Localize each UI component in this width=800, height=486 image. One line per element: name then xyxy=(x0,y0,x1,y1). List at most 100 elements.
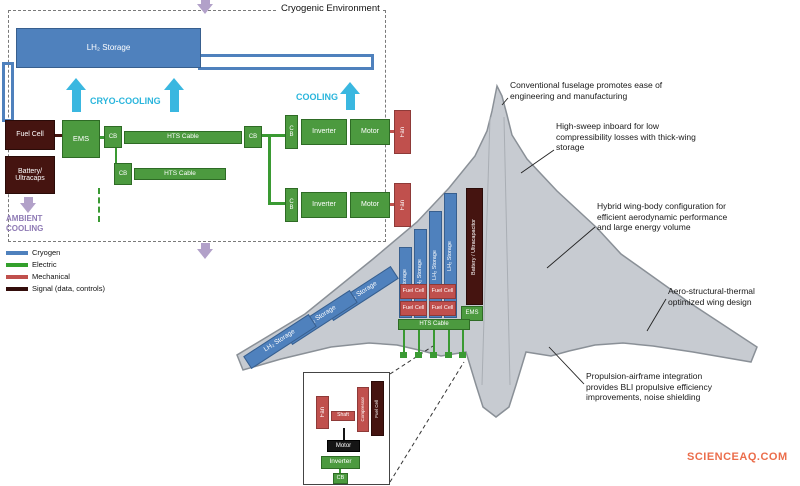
legend-label-signal: Signal (data, controls) xyxy=(32,284,105,293)
legend-label-cryogen: Cryogen xyxy=(32,248,61,257)
ambient-flow-arrow-bottom xyxy=(197,243,213,259)
aircraft-fuel-cell-4: Fuel Cell xyxy=(429,301,456,316)
aircraft-h2-storage-bar-1: H₂ Storage xyxy=(399,247,412,318)
motor-block-2: Motor xyxy=(350,192,390,218)
ems-cb-link xyxy=(100,136,104,139)
cryo-cooling-label: CRYO-COOLING xyxy=(90,96,161,106)
inset-inverter-block: Inverter xyxy=(321,456,360,469)
arrow-head xyxy=(197,4,213,14)
arrow-head xyxy=(20,203,36,213)
lh2-storage-label: LH₂ Storage xyxy=(431,249,438,280)
aircraft-battery-bar: Battery / Ultracapacitor xyxy=(466,188,483,305)
ambient-cooling-label: AMBIENT COOLING xyxy=(6,214,44,233)
cryo-cooling-arrow-2 xyxy=(164,78,184,112)
inset-shaft-motor-link xyxy=(343,428,345,440)
annotation-fuselage: Conventional fuselage promotes ease of e… xyxy=(510,80,663,101)
arrow-shaft xyxy=(345,94,355,110)
annotation-propulsion-airframe: Propulsion-airframe integration provides… xyxy=(586,371,712,403)
cryo-cooling-arrow-1 xyxy=(66,78,86,112)
fuselage-line-right xyxy=(503,116,511,386)
aircraft-hts-cable: HTS Cable xyxy=(398,319,470,330)
arrow-head xyxy=(66,78,86,90)
inset-compressor-block: Compressor xyxy=(357,387,369,432)
ems-block: EMS xyxy=(62,120,100,158)
motor-block-1: Motor xyxy=(350,119,390,145)
callout-line-4 xyxy=(646,298,667,332)
callout-line-3 xyxy=(546,226,596,269)
annotation-wing-design: Aero-structural-thermal optimized wing d… xyxy=(668,286,755,307)
ambient-flow-arrow-top xyxy=(197,0,213,14)
cb1-cb3-link xyxy=(115,148,117,164)
inset-shaft-block: Shaft xyxy=(331,411,355,421)
callout-line-5 xyxy=(548,346,585,385)
arrow-head xyxy=(197,249,213,259)
fuel-cell-label: Fuel Cell xyxy=(374,399,380,418)
callout-line-1 xyxy=(501,97,509,106)
arrow-shaft xyxy=(23,197,33,203)
lh2-storage-block: LH₂ Storage xyxy=(16,28,201,68)
lh2-storage-label: LH₂ Storage xyxy=(446,240,453,271)
inverter-block-1: Inverter xyxy=(301,119,347,145)
cryogen-pipe-left xyxy=(2,62,14,122)
motor-fan-link-2 xyxy=(390,203,394,206)
fan-label: Fan xyxy=(319,407,326,418)
annotation-hybrid-wing-body: Hybrid wing-body configuration for effic… xyxy=(597,201,728,233)
arrow-shaft xyxy=(169,90,179,112)
inset-connector-top xyxy=(389,345,434,375)
aircraft-ems-block: EMS xyxy=(461,306,483,321)
hts-cable-1: HTS Cable xyxy=(124,131,242,144)
arrow-head xyxy=(340,82,360,94)
cb-vertical-2: C B xyxy=(285,188,298,222)
cb-block-2: CB xyxy=(244,126,262,148)
arrow-shaft xyxy=(200,243,210,249)
aircraft-fuel-cell-2: Fuel Cell xyxy=(400,301,427,316)
compressor-label: Compressor xyxy=(359,397,365,422)
dashed-electric-line xyxy=(98,188,100,222)
cb-vertical-1: C B xyxy=(285,115,298,149)
signal-link-fuelcell-ems xyxy=(55,134,62,137)
motor-fan-link-1 xyxy=(390,130,394,133)
annotation-high-sweep: High-sweep inboard for low compressibili… xyxy=(556,121,696,153)
inset-motor-block: Motor xyxy=(327,440,360,452)
cryogen-pipe-horizontal xyxy=(198,54,374,70)
fan-label: Fan xyxy=(399,126,406,138)
battery-ultracapacitor-label: Battery / Ultracapacitor xyxy=(470,218,477,275)
arrow-shaft xyxy=(71,90,81,112)
electric-drop-4 xyxy=(448,330,450,352)
inset-connector-bottom xyxy=(389,361,465,483)
propulsor-node-3 xyxy=(430,352,437,358)
fuel-cell-block: Fuel Cell xyxy=(5,120,55,150)
legend-swatch-electric xyxy=(6,263,28,267)
fan-label: Fan xyxy=(399,199,406,211)
legend-swatch-cryogen xyxy=(6,251,28,255)
electric-drop-3 xyxy=(433,330,435,352)
lh2-storage-label: LH₂ Storage xyxy=(86,42,131,52)
propulsor-node-1 xyxy=(400,352,407,358)
arrow-head xyxy=(164,78,184,90)
branch-link-v xyxy=(268,137,271,205)
branch-link-h1 xyxy=(262,134,285,137)
fan-block-2: Fan xyxy=(394,183,411,227)
cooling-arrow xyxy=(340,82,360,110)
branch-link-h2 xyxy=(268,202,285,205)
cooling-label: COOLING xyxy=(296,92,338,102)
cb-block-3: CB xyxy=(114,163,132,185)
inverter-block-2: Inverter xyxy=(301,192,347,218)
arrow-shaft xyxy=(200,0,210,4)
aircraft-silhouette xyxy=(236,83,758,483)
callout-line-2 xyxy=(520,149,555,174)
electric-drop-1 xyxy=(403,330,405,352)
inset-fan-block: Fan xyxy=(316,396,329,429)
legend-label-electric: Electric xyxy=(32,260,57,269)
propulsor-node-5 xyxy=(459,352,466,358)
electric-drop-2 xyxy=(418,330,420,352)
aircraft-fuel-cell-1: Fuel Cell xyxy=(400,284,427,299)
legend-swatch-mechanical xyxy=(6,275,28,279)
aircraft-lh2-storage-bar-4: LH₂ Storage xyxy=(444,193,457,318)
legend-label-mechanical: Mechanical xyxy=(32,272,70,281)
aircraft-body xyxy=(236,83,758,418)
fan-block-1: Fan xyxy=(394,110,411,154)
propulsor-node-2 xyxy=(415,352,422,358)
inset-inverter-cb-link xyxy=(339,469,341,473)
